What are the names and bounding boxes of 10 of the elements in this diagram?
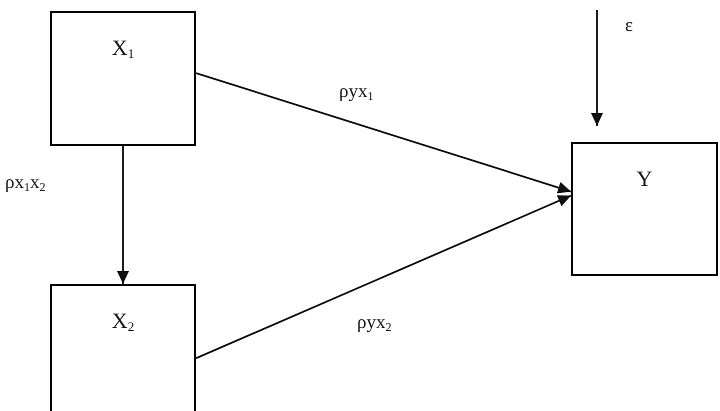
variable-box — [50, 284, 196, 411]
arrow — [196, 194, 572, 360]
variable-label: X$_{2}$ — [112, 310, 134, 333]
variable-label: X$_{1}$ — [112, 37, 134, 60]
arrow — [117, 146, 129, 284]
arrow — [196, 72, 572, 194]
variable-label: Y — [636, 168, 652, 190]
variable-box — [50, 11, 196, 146]
variable-box — [571, 142, 718, 276]
arrow — [591, 10, 603, 126]
